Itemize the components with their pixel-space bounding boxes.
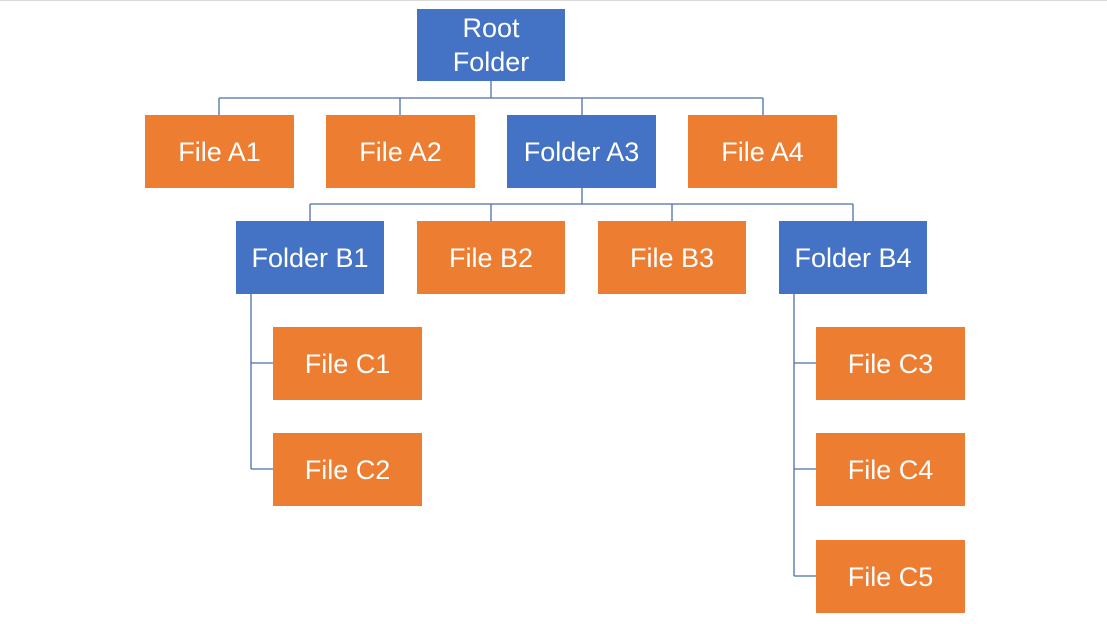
file-a4-label: File A4 xyxy=(721,136,804,167)
root-folder-node: Root Folder xyxy=(417,9,565,81)
file-c4-label: File C4 xyxy=(847,454,934,485)
file-a1-label: File A1 xyxy=(178,136,261,167)
folder-a3-label: Folder A3 xyxy=(523,136,640,167)
folder-b4-label: Folder B4 xyxy=(794,242,912,273)
file-c5-label: File C5 xyxy=(847,561,934,592)
file-a1-node: File A1 xyxy=(145,115,294,188)
file-c2-label: File C2 xyxy=(304,454,391,485)
folder-b4-node: Folder B4 xyxy=(779,221,927,294)
folder-b1-label: Folder B1 xyxy=(251,242,369,273)
file-a4-node: File A4 xyxy=(688,115,837,188)
root-folder-label: Root Folder xyxy=(452,13,530,77)
file-c1-node: File C1 xyxy=(273,327,422,400)
folder-a3-node: Folder A3 xyxy=(507,115,656,188)
file-a2-node: File A2 xyxy=(326,115,475,188)
folder-b1-node: Folder B1 xyxy=(236,221,384,294)
file-b3-label: File B3 xyxy=(629,242,715,273)
file-c3-label: File C3 xyxy=(847,348,934,379)
file-c4-node: File C4 xyxy=(816,433,965,506)
file-c5-node: File C5 xyxy=(816,540,965,613)
file-a2-label: File A2 xyxy=(359,136,442,167)
file-b2-label: File B2 xyxy=(448,242,534,273)
file-b3-node: File B3 xyxy=(598,221,746,294)
file-c1-label: File C1 xyxy=(304,348,391,379)
file-b2-node: File B2 xyxy=(417,221,565,294)
file-c3-node: File C3 xyxy=(816,327,965,400)
top-border-line xyxy=(0,0,1107,1)
file-c2-node: File C2 xyxy=(273,433,422,506)
